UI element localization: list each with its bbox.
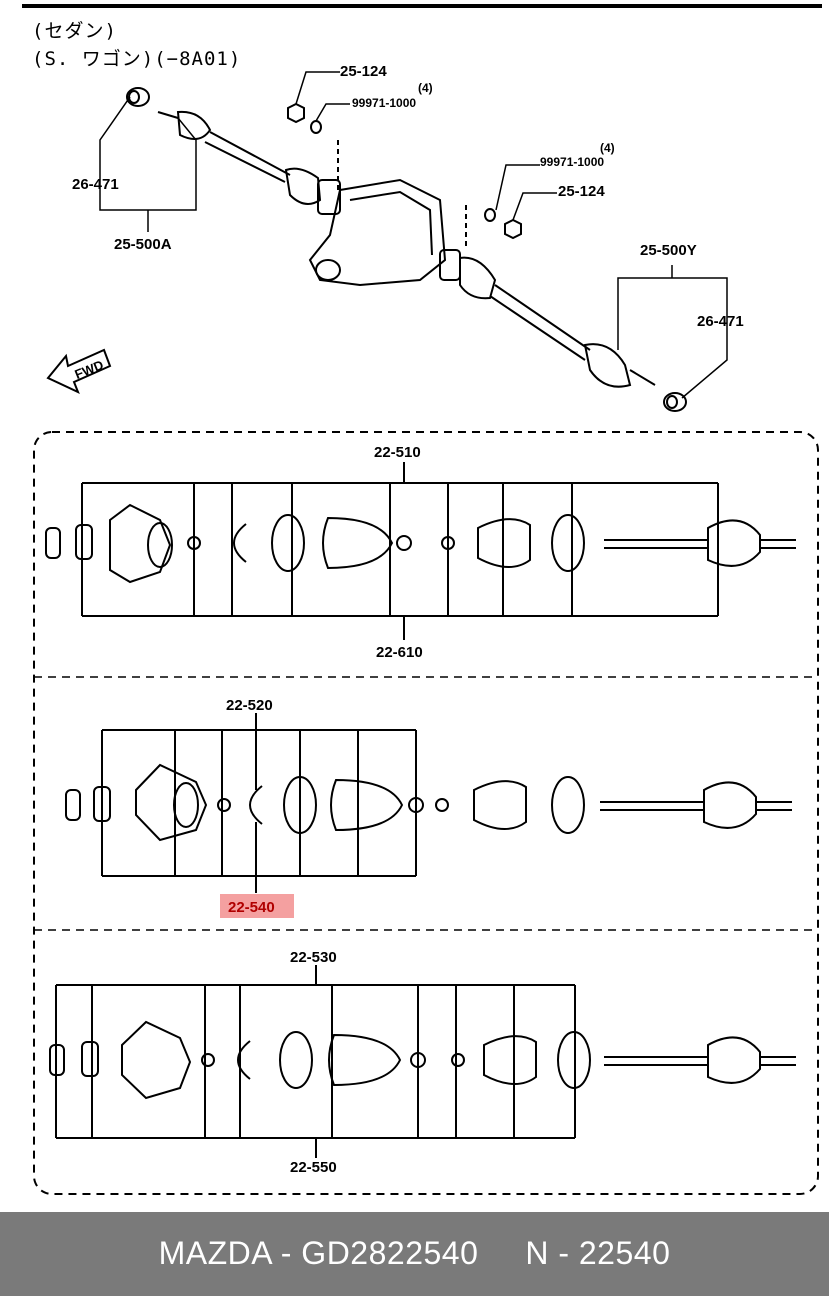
- cap-right-icon: [663, 392, 687, 412]
- section-3-bracket: [55, 965, 576, 1158]
- label-washer-right-qty: (4): [600, 141, 615, 155]
- label-shaft-right: 25-500Y: [640, 242, 697, 259]
- cap-left-icon: [126, 87, 150, 107]
- label-washer-left: 99971-1000: [352, 96, 416, 110]
- differential-icon: [308, 140, 447, 287]
- section-1-parts: [45, 503, 796, 584]
- section-2-label-bottom: 22-540: [228, 899, 275, 916]
- shaft-left-icon: [157, 110, 341, 215]
- label-washer-right: 99971-1000: [540, 155, 604, 169]
- label-nut-left: 25-124: [340, 63, 387, 80]
- parts-panel: [33, 431, 819, 1195]
- section-3-parts: [49, 1020, 796, 1100]
- section-3-label-bottom: 22-550: [290, 1159, 337, 1176]
- label-nut-right: 25-124: [558, 183, 605, 200]
- fwd-arrow-icon: FWD: [46, 348, 112, 394]
- washer-left-icon: [310, 120, 322, 134]
- section-2-parts: [65, 763, 792, 842]
- section-1-bracket: [81, 462, 719, 640]
- label-shaft-left: 25-500A: [114, 236, 172, 253]
- top-rule: [22, 4, 822, 8]
- header-line-2: (S. ワゴン)(−8A01): [32, 48, 242, 70]
- section-2-bracket: [101, 713, 417, 893]
- label-cap-right: 26-471: [697, 313, 744, 330]
- parts-diagram: 25-124 (4) 99971-1000 (4) 99971-1000 25-…: [33, 63, 819, 1195]
- label-washer-left-qty: (4): [418, 81, 433, 95]
- header-line-1: (セダン): [32, 20, 117, 42]
- section-3-label-top: 22-530: [290, 949, 337, 966]
- nut-right-icon: [504, 218, 522, 240]
- top-leader-lines: [99, 71, 728, 399]
- label-cap-left: 26-471: [72, 176, 119, 193]
- section-1-label-top: 22-510: [374, 444, 421, 461]
- section-2-label-top: 22-520: [226, 697, 273, 714]
- washer-right-icon: [484, 208, 496, 222]
- section-1-label-bottom: 22-610: [376, 644, 423, 661]
- footer-part-number: MAZDA - GD2822540 N - 22540: [158, 1235, 671, 1271]
- shaft-right-icon: [439, 205, 656, 388]
- nut-left-icon: [287, 102, 305, 124]
- footer-bar: [0, 1212, 829, 1296]
- highlight-box: [220, 894, 294, 918]
